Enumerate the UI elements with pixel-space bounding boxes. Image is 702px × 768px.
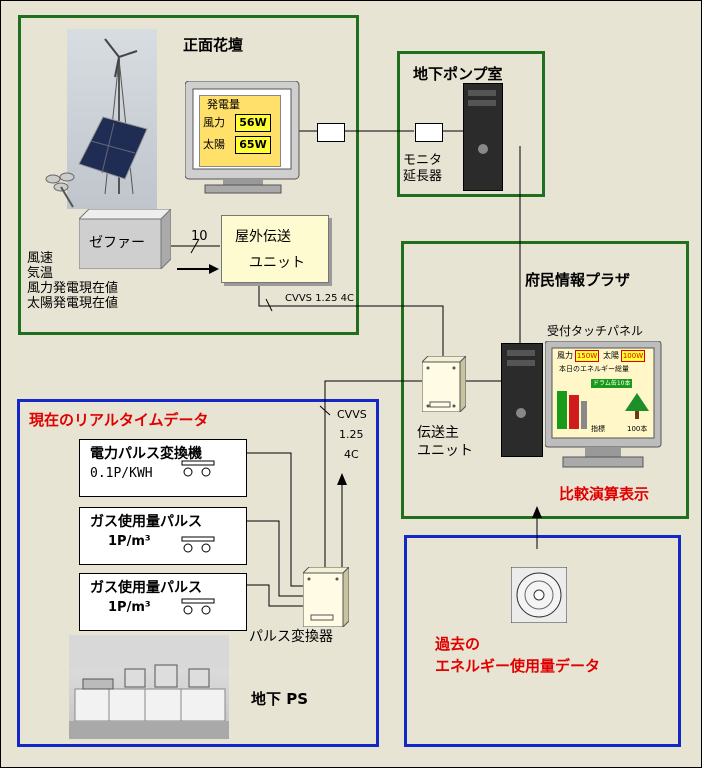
realtime-cable-cvvs: CVVS	[337, 408, 367, 421]
panel-drum-label: ドラム缶10本	[591, 379, 633, 388]
basement-ps-label: 地下 PS	[251, 690, 309, 708]
compare-display-label: 比較演算表示	[559, 485, 650, 503]
pulse-converter-label: パルス変換器	[249, 629, 333, 645]
panel-trees-label: 100本	[627, 425, 648, 433]
wind-output-value: 56W	[235, 114, 271, 132]
outdoor-transmission-unit	[221, 215, 329, 283]
plaza-pc	[501, 343, 543, 457]
main-transmission-unit	[422, 356, 466, 412]
signal-wind-speed: 風速	[27, 251, 54, 266]
touch-panel-monitor: 風力 150W 太陽 100W 本日のエネルギー総量 ドラム缶10本 指標 10…	[545, 341, 663, 471]
zephyr-unit: ゼファー	[79, 209, 171, 269]
power-pulse-rate: 0.1P/KWH	[90, 466, 153, 481]
gas-pulse-2-rate: 1P/m³	[108, 600, 151, 615]
pump-room-pc	[463, 83, 503, 191]
past-data-title: 過去の エネルギー使用量データ	[435, 635, 601, 675]
signal-solar-power: 太陽発電現在値	[27, 296, 119, 311]
front-garden-title: 正面花壇	[183, 36, 244, 54]
wind-output-label: 風力	[203, 116, 225, 129]
solar-output-value: 65W	[235, 136, 271, 154]
outdoor-unit-line2: ユニット	[249, 255, 305, 271]
power-pulse-converter: 電力パルス変換機 0.1P/KWH	[79, 439, 247, 497]
pump-room-title: 地下ポンプ室	[413, 65, 503, 83]
cd-disc-icon	[511, 567, 567, 623]
panel-today-label: 本日のエネルギー総量	[559, 365, 629, 373]
panel-solar-label: 太陽	[603, 351, 619, 360]
power-pulse-name: 電力パルス変換機	[90, 446, 202, 462]
gas-pulse-1-indicator-icon	[180, 536, 220, 554]
basement-ps-photo	[69, 635, 229, 739]
generation-heading: 発電量	[207, 98, 240, 111]
front-cable-label: CVVS 1.25 4C	[285, 293, 354, 304]
gas-pulse-2: ガス使用量パルス 1P/m³	[79, 573, 247, 631]
panel-solar-value: 100W	[621, 350, 645, 362]
extender-line2: 延長器	[403, 169, 443, 184]
panel-wind-label: 風力	[557, 351, 573, 360]
video-splitter-box	[317, 123, 345, 142]
touch-panel-label: 受付タッチパネル	[547, 324, 644, 338]
gas-pulse-2-name: ガス使用量パルス	[90, 580, 202, 596]
pulse-converter-unit	[303, 567, 349, 627]
gas-pulse-1: ガス使用量パルス 1P/m³	[79, 507, 247, 565]
outdoor-unit-line1: 屋外伝送	[235, 229, 291, 245]
realtime-cable-cores: 4C	[344, 448, 359, 461]
gas-pulse-1-name: ガス使用量パルス	[90, 514, 202, 530]
realtime-title: 現在のリアルタイムデータ	[29, 411, 209, 429]
realtime-cable-size: 1.25	[339, 428, 364, 441]
bus-count-label: 10	[191, 229, 208, 244]
extender-line1: モニタ	[403, 153, 443, 168]
monitor-extender-box	[415, 123, 443, 142]
turbine-solar-photo	[67, 29, 157, 209]
power-pulse-indicator-icon	[180, 460, 220, 478]
zephyr-label: ゼファー	[89, 235, 145, 251]
gas-pulse-2-indicator-icon	[180, 598, 220, 616]
plaza-title: 府民情報プラザ	[525, 271, 631, 289]
signal-temperature: 気温	[27, 266, 54, 281]
solar-output-label: 太陽	[203, 138, 225, 151]
main-unit-line1: 伝送主	[417, 425, 459, 441]
panel-flag-label: 指標	[591, 425, 605, 433]
signal-wind-power: 風力発電現在値	[27, 281, 119, 296]
gas-pulse-1-rate: 1P/m³	[108, 534, 151, 549]
weather-sensor-icon	[41, 171, 91, 211]
past-data-group	[404, 535, 681, 747]
main-unit-line2: ユニット	[417, 443, 473, 459]
panel-wind-value: 150W	[575, 350, 599, 362]
front-monitor: 発電量 風力 56W 太陽 65W	[185, 81, 301, 195]
